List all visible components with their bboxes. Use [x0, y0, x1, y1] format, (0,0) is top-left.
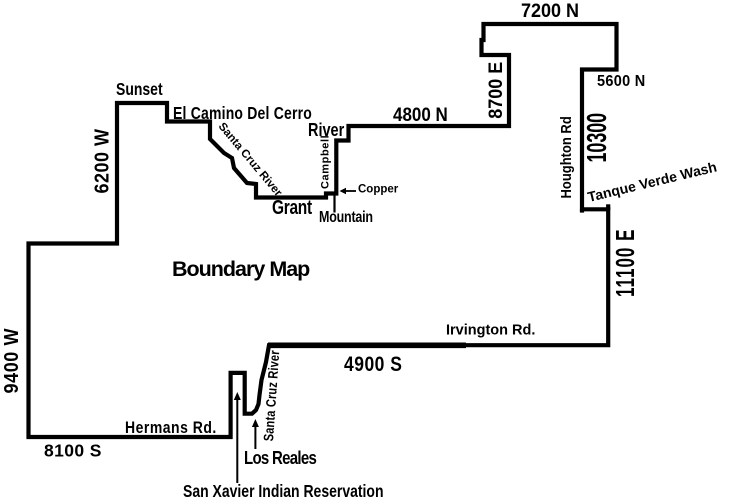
svg-text:6200 W: 6200 W	[90, 128, 113, 193]
svg-text:5600 N: 5600 N	[597, 73, 646, 91]
svg-text:Grant: Grant	[272, 196, 312, 218]
svg-text:11100 E: 11100 E	[610, 229, 639, 297]
svg-text:7200 N: 7200 N	[521, 0, 579, 22]
svg-text:8700 E: 8700 E	[485, 62, 507, 119]
svg-text:Los Reales: Los Reales	[244, 447, 316, 468]
svg-text:River: River	[308, 121, 345, 141]
svg-text:Campbell: Campbell	[320, 135, 332, 189]
svg-text:10300: 10300	[581, 113, 612, 163]
svg-text:Irvington Rd.: Irvington Rd.	[446, 323, 535, 339]
svg-text:9400 W: 9400 W	[0, 328, 23, 394]
svg-text:4900 S: 4900 S	[344, 354, 402, 377]
svg-text:Mountain: Mountain	[319, 208, 373, 226]
svg-text:San Xavier Indian Reservation: San Xavier Indian Reservation	[183, 483, 384, 500]
svg-text:Hermans Rd.: Hermans Rd.	[125, 419, 217, 437]
svg-text:Boundary Map: Boundary Map	[172, 257, 310, 281]
svg-text:4800 N: 4800 N	[393, 103, 448, 125]
svg-text:Sunset: Sunset	[116, 81, 163, 100]
svg-text:Santa Cruz River: Santa Cruz River	[261, 350, 283, 442]
svg-text:El Camino Del Cerro: El Camino Del Cerro	[173, 105, 312, 124]
svg-text:Copper: Copper	[358, 184, 399, 196]
svg-text:Houghton Rd: Houghton Rd	[557, 116, 574, 198]
svg-text:8100 S: 8100 S	[44, 441, 102, 461]
